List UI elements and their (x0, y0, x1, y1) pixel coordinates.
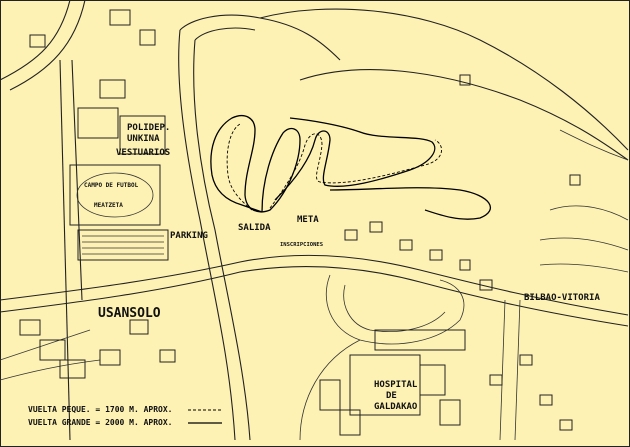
label-bilbao-vitoria: BILBAO-VITORIA (524, 293, 600, 303)
label-polideportivo-2: UNKINA (127, 134, 160, 144)
label-meatzeta: MEATZETA (94, 202, 123, 209)
label-salida: SALIDA (238, 223, 271, 233)
label-vestuarios: VESTUARIOS (116, 148, 170, 158)
label-meta: META (297, 215, 319, 225)
label-inscripciones: INSCRIPCIONES (280, 242, 323, 248)
label-usansolo: USANSOLO (98, 306, 161, 321)
map-labels: POLIDEP. UNKINA VESTUARIOS CAMPO DE FUTB… (84, 123, 600, 412)
label-parking: PARKING (170, 231, 208, 241)
label-hospital-3: GALDAKAO (374, 402, 418, 412)
label-campo-futbol: CAMPO DE FUTBOL (84, 182, 139, 189)
buildings (19, 9, 581, 436)
label-polideportivo-1: POLIDEP. (127, 123, 170, 133)
race-course (210, 115, 492, 220)
label-hospital-2: DE (386, 391, 397, 401)
legend-row-small-loop: VUELTA PEQUE. = 1700 M. APROX. (28, 405, 173, 414)
label-hospital-1: HOSPITAL (374, 380, 418, 390)
legend-row-large-loop: VUELTA GRANDE = 2000 M. APROX. (28, 418, 173, 427)
legend: VUELTA PEQUE. = 1700 M. APROX. VUELTA GR… (28, 405, 222, 427)
